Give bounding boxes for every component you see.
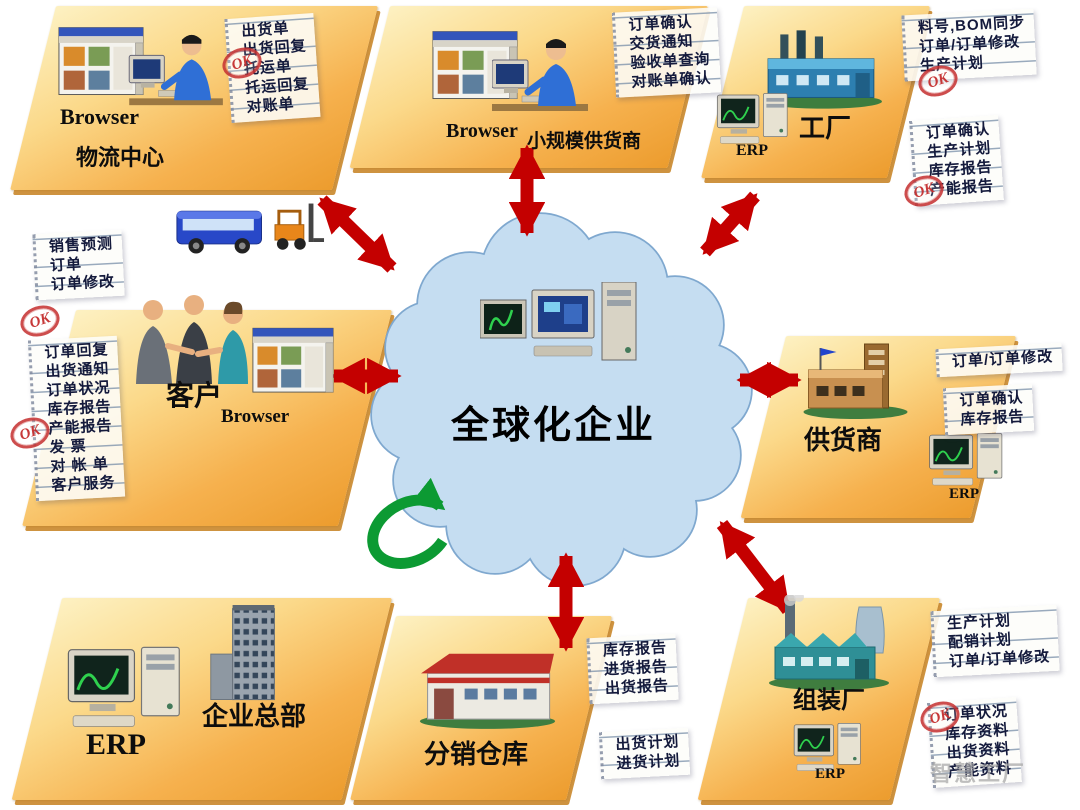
note-small-supplier: 订单确认 交货通知 验收单查询 对账单确认: [611, 7, 722, 98]
watermark-text: 智慧工厂: [930, 761, 1027, 786]
note-line: 对账单确认: [631, 69, 712, 91]
headquarters-title: 企业总部: [202, 701, 307, 731]
headquarters-erp-label: ERP: [86, 728, 146, 761]
supplier-title: 供货商: [804, 425, 883, 455]
note-warehouse-inbound: 库存报告 进货报告 出货报告: [586, 633, 679, 705]
panel-logistics: [10, 6, 378, 190]
note-line: 客户服务: [51, 474, 116, 495]
customer-title: 客户: [166, 380, 223, 411]
small-supplier-browser-label: Browser: [446, 120, 518, 142]
assembly-title: 组装厂: [793, 687, 865, 714]
note-line: 订单修改: [50, 273, 116, 294]
note-warehouse-outbound: 出货计划 进货计划: [598, 727, 691, 780]
note-line: 对账单: [246, 95, 296, 116]
customer-browser-label: Browser: [221, 406, 290, 427]
note-line: 订单/订单修改: [951, 348, 1054, 371]
note-line: 进货计划: [616, 752, 681, 773]
supplier-erp-label: ERP: [949, 486, 979, 502]
note-line: 产能报告: [48, 417, 113, 438]
green-cycle-arrow: [367, 477, 448, 569]
arrow-factory: [700, 191, 760, 257]
center-enterprise-title: 全球化企业: [451, 405, 657, 447]
logistics-title: 物流中心: [76, 145, 165, 170]
note-customer-outbound: 销售预测 订单 订单修改: [32, 229, 125, 301]
note-assembly-outbound: 生产计划 配销计划 订单/订单修改: [930, 604, 1060, 678]
assembly-erp-label: ERP: [815, 766, 845, 782]
small-supplier-title: 小规模供货商: [527, 131, 642, 152]
note-line: 出货报告: [604, 677, 670, 698]
ok-stamp: OK: [16, 300, 64, 342]
arrow-logistics: [317, 195, 397, 273]
warehouse-title: 分销仓库: [424, 739, 529, 769]
note-factory-outbound: 料号,BOM同步 订单/订单修改 生产计划: [901, 8, 1037, 82]
note-supplier-inbound: 订单确认 库存报告: [942, 383, 1035, 436]
note-line: 订单/订单修改: [948, 648, 1051, 671]
panel-warehouse: [350, 616, 612, 800]
bus-forklift-icon: [175, 202, 326, 256]
enterprise-computer-icon: [480, 282, 638, 362]
logistics-browser-label: Browser: [60, 104, 140, 129]
factory-title: 工厂: [799, 113, 852, 143]
note-line: 库存报告: [960, 408, 1025, 429]
factory-erp-label: ERP: [736, 142, 768, 159]
note-line: 销售预测: [48, 235, 114, 256]
note-supplier-outbound: 订单/订单修改: [935, 342, 1063, 378]
